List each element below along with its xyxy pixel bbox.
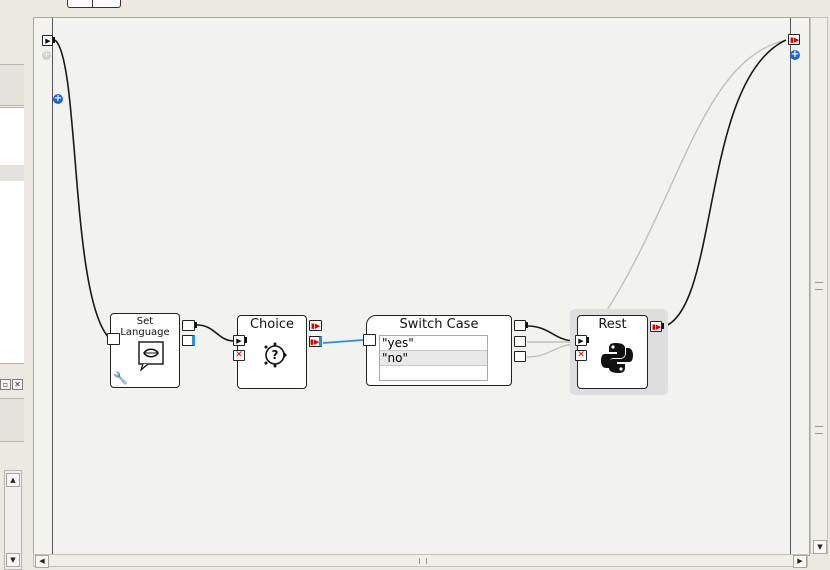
play-icon: ▶ [45,37,51,45]
scroll-right-arrow-icon[interactable]: ▶ [793,555,807,568]
svg-text:?: ? [272,348,279,362]
switch-case-output-no[interactable] [514,336,526,347]
scroll-down-arrow-icon[interactable]: ▼ [6,553,20,567]
scroll-down-arrow-icon[interactable]: ▼ [813,540,827,554]
diagram-input-border [52,18,53,555]
wire-choice-to-switch-case [322,339,364,344]
wire-rest-background-to-end [601,39,787,319]
set-language-output-port-2[interactable] [182,335,195,346]
left-panel-section-header [0,398,24,442]
scroll-up-arrow-icon[interactable]: ▲ [6,473,20,487]
wire-switch-default-to-rest [526,343,576,358]
question-dial-icon: ? [262,342,288,368]
canvas-vertical-scrollbar[interactable] [810,17,828,554]
choice-stop-input-port[interactable]: ✕ [233,350,245,361]
switch-case-input-port[interactable] [363,334,376,346]
choice-title: Choice [249,317,295,332]
left-panel-scrollbar[interactable]: ▲ ▼ [4,470,22,570]
stop-output-icon: ▮▶ [310,338,320,346]
rest-box[interactable]: Rest [577,315,648,389]
left-dock-panel: ▫ ✕ ▲ ▼ [0,0,26,570]
stop-output-icon: ▮▶ [311,322,321,330]
wire-switch-yes-to-rest [526,325,576,342]
add-input-button[interactable]: + [53,93,63,104]
stop-output-icon: ▮▶ [790,36,800,44]
play-icon: ▶ [236,337,242,345]
stop-x-icon: ✕ [577,350,585,360]
set-language-title: Set Language [120,316,170,338]
case-row-yes[interactable]: "yes" [380,336,487,351]
rest-stop-input-port[interactable]: ✕ [575,350,587,361]
choice-input-port[interactable]: ▶ [233,335,247,346]
stop-output-icon: ▮▶ [652,323,662,331]
left-panel-list[interactable] [0,107,24,364]
choice-result-port[interactable]: ▮▶ [309,336,322,347]
flow-diagram-canvas[interactable] [33,17,810,556]
scroll-left-arrow-icon[interactable]: ◀ [35,555,49,568]
speech-lips-icon [138,341,164,372]
choice-output-port[interactable]: ▮▶ [309,320,322,331]
rest-output-port[interactable]: ▮▶ [650,321,664,332]
play-icon: ▶ [578,337,584,345]
toolbar-tab-fragment[interactable] [67,0,121,8]
choice-box[interactable]: Choice ? [237,315,307,389]
left-panel-selected-row[interactable] [0,165,24,181]
diagram-input-port[interactable]: ▶ [42,35,55,46]
add-input-disabled-icon: + [42,50,51,60]
diagram-output-border [790,18,791,555]
left-panel-top-area [0,64,24,106]
rest-title: Rest [598,317,627,332]
wrench-icon[interactable]: 🔧 [113,371,128,385]
canvas-horizontal-scrollbar[interactable]: ◀ ▶ [33,554,808,568]
switch-case-output-yes[interactable] [514,320,528,331]
wire-rest-to-end [662,39,787,328]
wire-set-language-to-choice [196,324,235,342]
wire-start-to-set-language [54,39,111,340]
undock-icon[interactable]: ▫ [0,379,11,390]
switch-case-table[interactable]: "yes" "no" [379,335,488,381]
set-language-box[interactable]: Set Language 🔧 [110,313,180,388]
vertical-scroll-grip-2[interactable] [815,426,823,434]
case-row-no[interactable]: "no" [380,351,487,366]
set-language-input-port[interactable] [107,333,120,345]
stop-x-icon: ✕ [235,350,243,360]
add-output-button[interactable]: + [790,49,800,60]
diagram-output-port[interactable]: ▮▶ [788,34,800,45]
switch-case-title: Switch Case [399,317,479,332]
set-language-output-port[interactable] [182,320,197,331]
vertical-scroll-grip[interactable] [815,282,823,290]
rest-input-port[interactable]: ▶ [575,335,589,346]
close-panel-icon[interactable]: ✕ [12,379,23,390]
horizontal-scroll-grip[interactable] [419,558,427,564]
switch-case-output-default[interactable] [514,351,526,362]
python-logo-icon [600,341,634,375]
switch-case-box[interactable]: Switch Case "yes" "no" [366,315,512,386]
case-row-default[interactable] [380,366,487,380]
